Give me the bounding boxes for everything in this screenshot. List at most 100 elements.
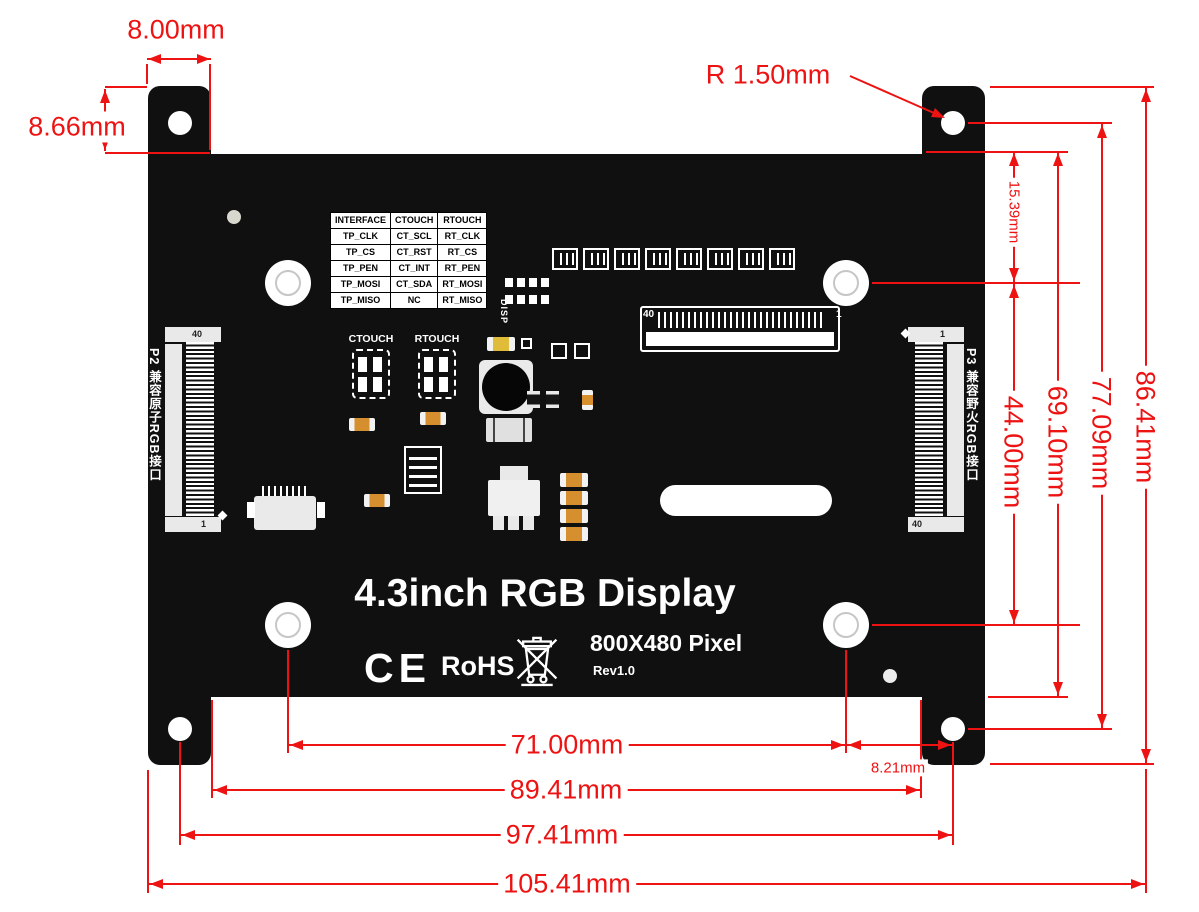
fpc-actuator — [646, 332, 834, 346]
p3-connector-cap — [908, 517, 964, 532]
regulator-tab — [500, 466, 528, 480]
pad — [439, 377, 448, 392]
p2-connector-cap — [165, 517, 221, 532]
smd-component — [521, 338, 532, 349]
mounting-hole-bottom-right — [941, 717, 965, 741]
smd-resistor — [349, 418, 375, 431]
table-cell: RT_MISO — [437, 292, 488, 309]
usb-connector-tab — [317, 502, 325, 518]
table-cell: RT_CLK — [437, 228, 488, 245]
pad — [439, 357, 448, 372]
dim-corner-holes-horizontal: 97.41mm — [500, 819, 624, 851]
table-cell: NC — [390, 292, 439, 309]
table-header: CTOUCH — [390, 212, 439, 229]
p2-connector-body — [165, 344, 182, 516]
mounting-hole-top-right — [941, 111, 965, 135]
p2-connector-cap — [165, 327, 221, 342]
pad — [373, 357, 382, 372]
power-inductor — [479, 360, 533, 414]
smd-resistor — [560, 473, 588, 487]
connector-footprint — [552, 248, 578, 270]
regulator-pin — [493, 516, 504, 530]
dim-tab-width: 8.00mm — [122, 14, 230, 46]
connector-footprint — [583, 248, 609, 270]
p3-pin1-label: 1 — [940, 329, 946, 339]
inner-hole-ring — [275, 612, 301, 638]
smd-capacitor — [527, 391, 540, 408]
smd-resistor — [364, 494, 390, 507]
usb-connector-tab — [247, 502, 255, 518]
inner-hole-ring — [833, 612, 859, 638]
inner-hole-ring — [833, 270, 859, 296]
smd-component — [541, 278, 549, 304]
fpc-pin1-label: 1 — [836, 309, 842, 320]
ce-mark: CE — [364, 645, 431, 691]
p3-connector-pins — [915, 342, 943, 518]
board-revision: Rev1.0 — [593, 663, 635, 678]
inner-hole-ring — [275, 270, 301, 296]
smd-component — [517, 278, 525, 304]
weee-bin-icon — [516, 636, 558, 687]
inductor-core — [482, 363, 530, 411]
dim-inner-to-corner-hole: 8.21mm — [867, 759, 929, 777]
smd-resistor — [560, 491, 588, 505]
mounting-hole-top-left — [168, 111, 192, 135]
fpc-pins — [658, 312, 822, 328]
dim-overall-width: 105.41mm — [498, 868, 636, 900]
rtouch-label: RTOUCH — [414, 333, 460, 345]
p3-connector-cap — [908, 327, 964, 342]
fiducial-bottom-right — [883, 669, 897, 683]
connector-footprint — [676, 248, 702, 270]
connector-footprint — [645, 248, 671, 270]
board-title: 4.3inch RGB Display — [354, 572, 736, 615]
p3-connector-body — [947, 344, 964, 516]
connector-footprint — [614, 248, 640, 270]
smd-resistor — [420, 412, 446, 425]
pad — [424, 357, 433, 372]
smd-resistor — [560, 527, 588, 541]
dim-tab-height: 8.66mm — [23, 111, 131, 143]
regulator-pin — [523, 516, 534, 530]
smd-component — [529, 278, 537, 304]
rtouch-footprint — [418, 349, 456, 399]
smd-capacitor — [546, 391, 559, 408]
smd-resistor — [582, 390, 593, 410]
connector-footprint — [707, 248, 733, 270]
p2-pin40-label: 40 — [192, 329, 203, 339]
pad — [358, 377, 367, 392]
smd-component — [551, 343, 567, 359]
rohs-mark: RoHS — [441, 651, 515, 681]
dim-overall-height: 86.41mm — [1129, 365, 1161, 489]
p3-pin40-label: 40 — [912, 519, 923, 529]
inner-hole-bottom-left — [265, 602, 311, 648]
regulator-pin — [508, 516, 519, 530]
board-resolution: 800X480 Pixel — [590, 630, 743, 656]
inner-hole-bottom-right — [823, 602, 869, 648]
dim-inner-holes-vertical: 44.00mm — [997, 390, 1029, 514]
disp-silkscreen-label: DISP — [499, 299, 509, 325]
pin-map-table: INTERFACE CTOUCH RTOUCH TP_CLK CT_SCL RT… — [329, 212, 488, 309]
ic-chip — [404, 446, 442, 494]
dim-corner-holes-vertical: 77.09mm — [1085, 371, 1117, 495]
smd-resistor — [560, 509, 588, 523]
dim-inner-holes-horizontal: 71.00mm — [505, 729, 629, 761]
usb-connector-body — [254, 496, 316, 530]
p3-connector-name: P3 兼容野火RGB接口 — [964, 348, 978, 482]
ctouch-footprint — [352, 349, 390, 399]
board-slot-cutout — [660, 485, 832, 516]
ctouch-label: CTOUCH — [348, 333, 394, 345]
inner-hole-top-right — [823, 260, 869, 306]
smd-component — [574, 343, 590, 359]
fpc-connector — [640, 306, 840, 352]
pad — [373, 377, 382, 392]
p2-pin1-label: 1 — [201, 519, 207, 529]
usb-connector-pins — [262, 486, 310, 497]
pad — [358, 357, 367, 372]
dim-top-hole-offset: 15.39mm — [1005, 177, 1023, 247]
pad — [424, 377, 433, 392]
dim-corner-radius: R 1.50mm — [700, 59, 836, 91]
p2-connector-name: P2 兼容原子RGB接口 — [147, 348, 161, 482]
dim-body-height: 69.10mm — [1041, 380, 1073, 504]
voltage-regulator — [488, 480, 540, 516]
